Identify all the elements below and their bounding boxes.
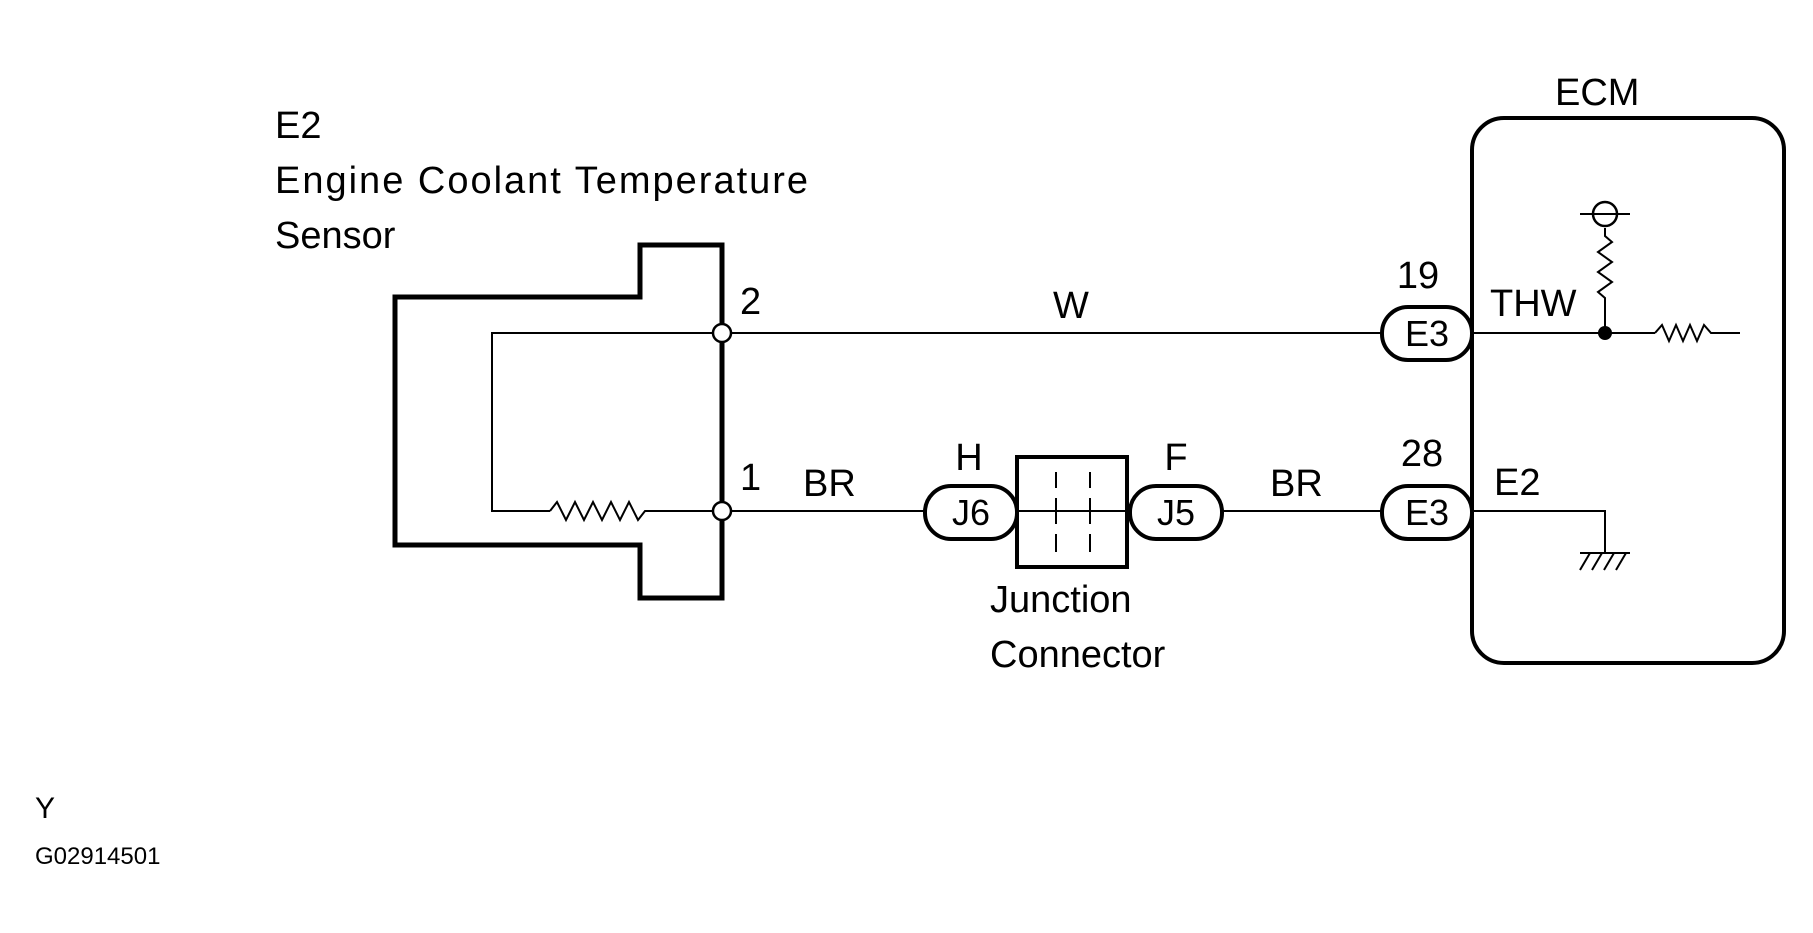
sensor-body-outline: [392, 242, 725, 601]
footer-figure-code: G02914501: [35, 843, 160, 870]
j6-terminal-label: H: [955, 437, 982, 479]
ecm-e3-connector-e2: [1380, 484, 1474, 541]
ecm-pullup-resistor: [1596, 228, 1614, 333]
wire-br-left-color-label: BR: [803, 463, 856, 505]
ecm-pin-19-label: 19: [1397, 255, 1439, 297]
sensor-internal-wire: [491, 332, 722, 512]
j5-terminal-label: F: [1164, 437, 1187, 479]
junction-connector-box: [1015, 455, 1129, 569]
sensor-pin-2-label: 2: [740, 281, 761, 323]
footer-letter: Y: [35, 792, 55, 825]
ecm-title: ECM: [1555, 72, 1639, 114]
wire-w-color-label: W: [1053, 285, 1089, 327]
ecm-e3-connector-e2-label: E3: [1405, 492, 1449, 533]
ecm-e3-connector-thw-label: E3: [1405, 313, 1449, 354]
junction-internal-dashes: [1055, 472, 1091, 552]
junction-label-line2: Connector: [990, 634, 1166, 676]
ecm-thw-series-resistor: [1654, 322, 1740, 344]
j5-connector: [1128, 484, 1224, 541]
sensor-name-line1: Engine Coolant Temperature: [275, 160, 810, 202]
sensor-pin-1-label: 1: [740, 457, 761, 499]
ecm-box: [1470, 116, 1786, 665]
junction-label-line1: Junction: [990, 579, 1132, 621]
ecm-pin-28-label: 28: [1401, 433, 1443, 475]
sensor-thermistor-resistor: [549, 499, 722, 523]
sensor-pin-1-terminal: [711, 500, 733, 522]
sensor-pin-2-terminal: [711, 322, 733, 344]
j5-connector-label: J5: [1157, 492, 1195, 533]
sensor-code: E2: [275, 105, 321, 147]
ecm-e2-signal-label: E2: [1494, 462, 1540, 504]
sensor-name-line2: Sensor: [275, 215, 396, 257]
ecm-e2-internal-wire: [1472, 510, 1606, 553]
ground-icon: [1579, 552, 1630, 571]
ecm-thw-signal-label: THW: [1490, 283, 1577, 325]
j6-connector-label: J6: [952, 492, 990, 533]
wire-br-right-color-label: BR: [1270, 463, 1323, 505]
